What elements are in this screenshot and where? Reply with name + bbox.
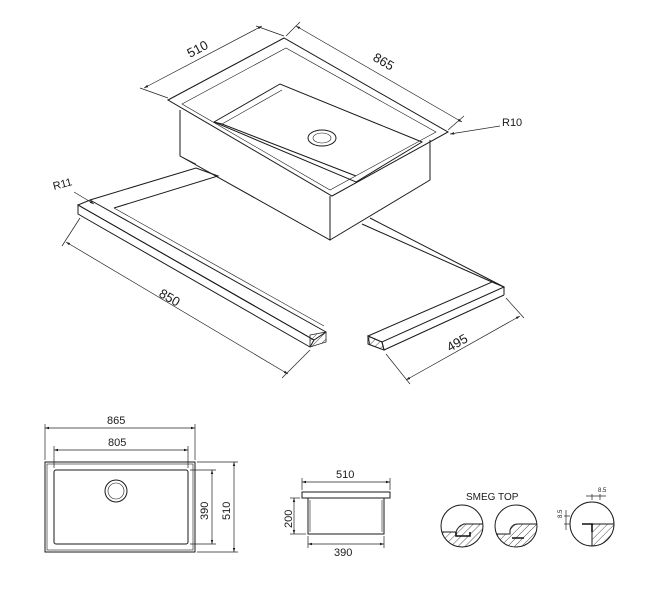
dim-cutout-depth: 495 [385,297,525,385]
section-view: 510 200 390 [283,469,391,559]
dim-section-bottom-width: 390 [334,547,352,559]
detail-dim-b: 8.5 [558,509,564,518]
plan-drain-outer [104,479,128,503]
dim-sink-width: 865 [285,21,465,131]
detail-views: SMEG TOP [440,488,615,548]
plan-outer-rim [44,461,196,553]
cut-face-front [309,331,327,348]
plan-basin [53,469,189,545]
detail-circle-1 [440,504,484,548]
drain-outer [307,129,337,147]
dim-label: 865 [371,50,397,74]
detail-title: SMEG TOP [466,492,519,503]
plan-view: 865 805 390 510 [44,415,238,553]
dim-plan-outer-depth: 510 [221,502,233,520]
dim-cutout-length: 850 [61,217,311,379]
dim-section-height: 200 [283,510,295,528]
radius-text: R10 [502,117,522,129]
dim-plan-outer-width: 865 [107,415,125,427]
dim-label: 495 [444,331,470,355]
sink-body [166,37,450,241]
radius-text: R11 [52,176,74,193]
dim-label: 850 [157,286,183,310]
detail-dim-a: 8.5 [598,488,607,494]
drain-inner [312,132,332,144]
cut-face-right [367,335,385,351]
radius-label-top: R11 [52,176,95,205]
dim-plan-inner-depth: 390 [199,502,211,520]
dim-label: 510 [184,37,210,60]
radius-label-sink: R10 [449,117,522,135]
plan-drain-inner [107,482,125,500]
detail-circle-2 [494,504,538,548]
dim-plan-inner-width: 805 [108,437,126,449]
isometric-view: 510 865 R10 R11 850 [52,21,525,385]
section-basin [307,497,385,535]
countertop-cutout [76,167,506,351]
section-rim [301,491,391,499]
detail-circle-3: 8.5 8.5 [558,488,615,547]
dim-section-top-width: 510 [336,469,354,481]
dim-sink-depth: 510 [139,25,285,99]
